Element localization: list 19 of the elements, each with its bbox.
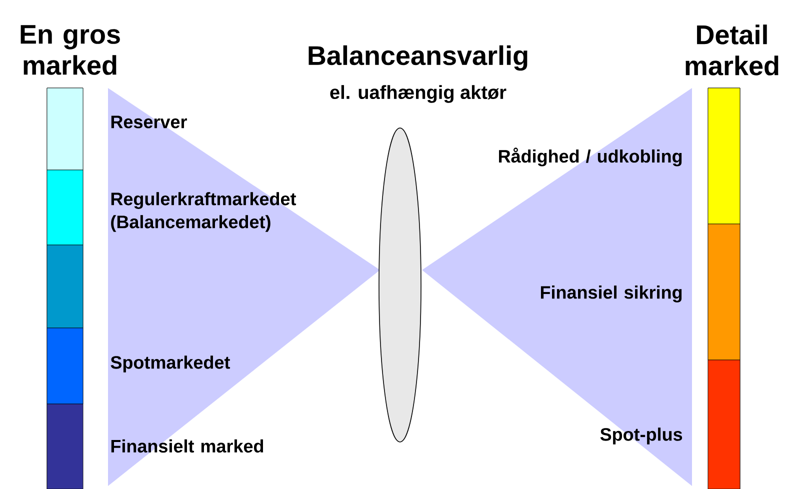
bar-segment bbox=[46, 328, 84, 404]
node-label: Balanceansvarlig bbox=[308, 45, 528, 71]
bar-segment bbox=[46, 244, 84, 328]
bar-segment bbox=[708, 224, 740, 360]
node-label: el. uafhængig aktør bbox=[330, 85, 506, 103]
bar-segment bbox=[46, 170, 84, 246]
bar-segment bbox=[708, 88, 740, 224]
market-label: Spotmarkedet bbox=[110, 356, 230, 372]
market-label: Finansiel sikring bbox=[540, 286, 682, 302]
node-label: En gros marked bbox=[20, 25, 120, 75]
market-label: Rådighed / udkobling bbox=[499, 148, 682, 166]
bar-segment bbox=[708, 360, 740, 489]
market-label: Finansielt marked bbox=[111, 439, 264, 453]
bar-segment bbox=[46, 404, 84, 489]
market-label: Regulerkraftmarkedet (Balancemarkedet) bbox=[111, 192, 296, 232]
node-label: Detail marked bbox=[686, 24, 778, 76]
market-label: Spot-plus bbox=[600, 428, 682, 444]
bar-segment bbox=[46, 88, 84, 170]
market-label: Reserver bbox=[111, 116, 187, 128]
